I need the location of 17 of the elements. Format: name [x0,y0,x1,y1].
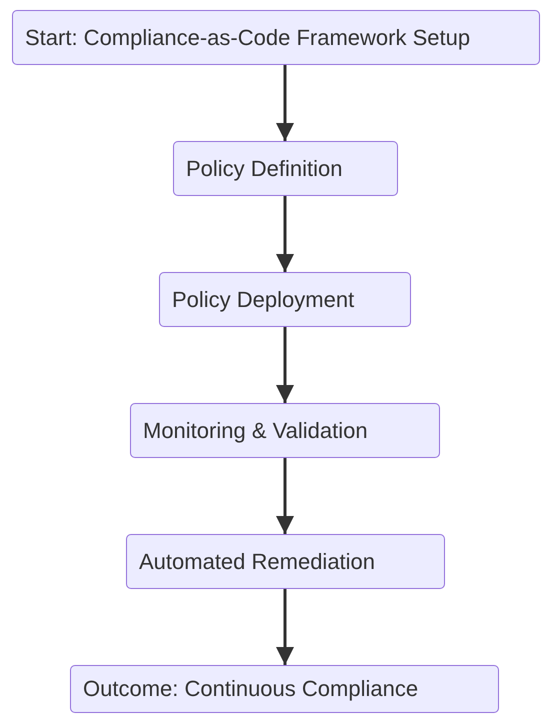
arrow [276,196,294,272]
process-box [70,665,499,713]
arrow [276,327,294,403]
arrow [276,65,294,141]
process-box [12,10,540,65]
node-label: Start: Compliance-as-Code Framework Setup [25,24,470,50]
node-label: Policy Definition [186,156,343,182]
arrow [276,458,294,534]
process-box [130,403,440,458]
process-box [159,272,411,327]
node-label: Outcome: Continuous Compliance [83,676,418,702]
node-label: Policy Deployment [172,286,354,312]
process-box [173,141,398,196]
node-label: Automated Remediation [139,548,376,574]
process-box [126,534,445,589]
arrow [276,589,294,665]
node-label: Monitoring & Validation [143,418,368,444]
